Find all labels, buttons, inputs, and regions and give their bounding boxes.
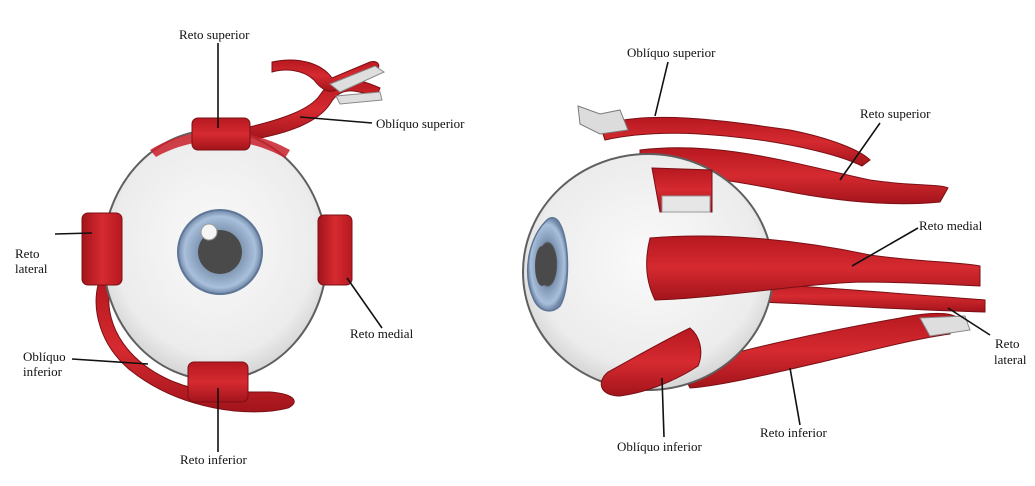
right-trochlea: [578, 106, 628, 134]
right-superior-tendon: [662, 196, 710, 212]
label-left-reto-lateral-line1: Reto: [15, 246, 40, 261]
label-right-reto-medial: Reto medial: [919, 218, 982, 233]
left-pupil-highlight: [201, 224, 217, 240]
label-right-reto-inferior: Reto inferior: [760, 425, 827, 440]
label-right-obliquo-superior: Oblíquo superior: [627, 45, 715, 60]
label-left-obliquo-inferior-line2: inferior: [23, 364, 62, 379]
left-eye-view: [55, 43, 384, 452]
label-left-reto-lateral-line2: lateral: [15, 261, 47, 276]
left-obliquo-superior-tendon: [245, 79, 380, 140]
left-reto-medial-muscle: [318, 215, 352, 285]
label-right-obliquo-inferior: Oblíquo inferior: [617, 439, 702, 454]
label-left-reto-inferior: Reto inferior: [180, 452, 247, 467]
left-reto-superior-muscle: [192, 118, 250, 150]
label-left-obliquo-inferior-line1: Oblíquo: [23, 349, 66, 364]
left-reto-lateral-muscle: [82, 213, 122, 285]
right-pupil: [535, 246, 549, 286]
label-left-reto-medial: Reto medial: [350, 326, 413, 341]
label-right-reto-superior: Reto superior: [860, 106, 930, 121]
label-right-reto-lateral-line1: Reto: [995, 336, 1020, 351]
label-right-reto-lateral-line2: lateral: [994, 352, 1026, 367]
label-left-reto-superior: Reto superior: [179, 27, 249, 42]
label-left-obliquo-superior: Oblíquo superior: [376, 116, 464, 131]
